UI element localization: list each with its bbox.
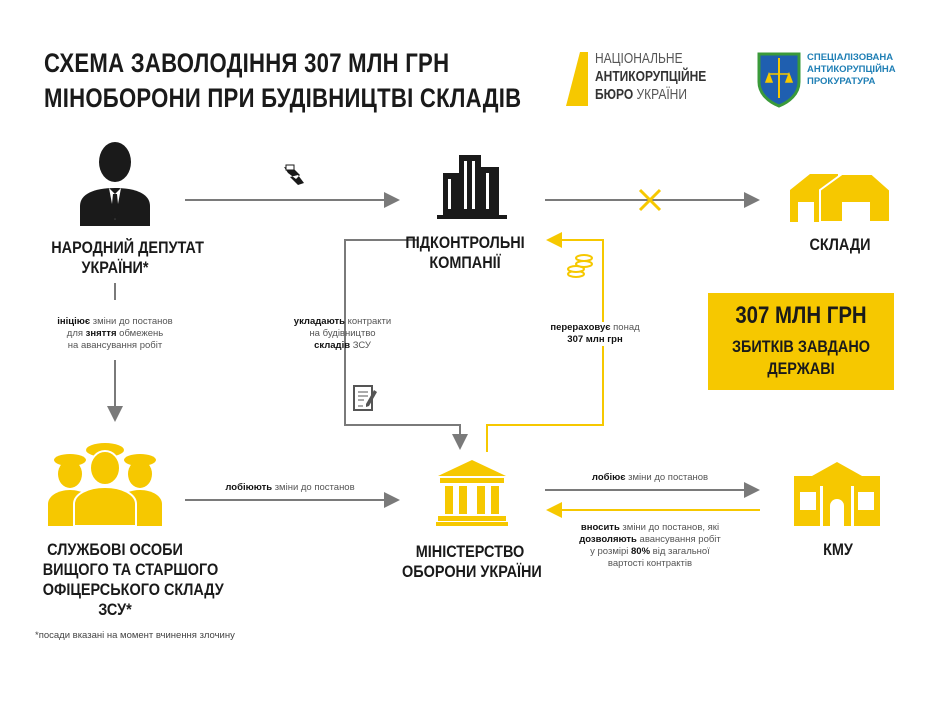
- sap-text: АНТИКОРУПЦІЙНА: [807, 64, 896, 75]
- lobby-ministry-note: лобіює зміни до постанов: [560, 472, 740, 484]
- note-text: на будівництво: [309, 328, 376, 339]
- page-title: СХЕМА ЗАВОЛОДІННЯ 307 МЛН ГРН МІНОБОРОНИ…: [44, 46, 521, 116]
- note-text: зміни до постанов: [625, 472, 709, 483]
- transfers-note: перераховує понад 307 млн грн: [540, 322, 650, 346]
- footnote: *посади вказані на момент вчинення злочи…: [35, 630, 235, 641]
- note-bold: перераховує: [550, 322, 611, 333]
- note-bold: зняття: [85, 328, 117, 339]
- title-line: МІНОБОРОНИ ПРИ БУДІВНИЦТВІ СКЛАДІВ: [44, 83, 522, 113]
- nabu-text: АНТИКОРУПЦІЙНЕ: [595, 68, 707, 85]
- damage-amount: 307 МЛН ГРН: [735, 302, 867, 329]
- label-line: ВИЩОГО ТА СТАРШОГО: [42, 560, 219, 579]
- damage-text: ДЕРЖАВІ: [767, 359, 835, 378]
- label-line: УКРАЇНИ*: [81, 258, 149, 277]
- buildings-icon: [437, 155, 507, 219]
- warehouses-label: СКЛАДИ: [809, 235, 871, 254]
- label-line: НАРОДНИЙ ДЕПУТАТ: [51, 238, 204, 257]
- label-line: МІНІСТЕРСТВО: [415, 542, 525, 561]
- damage-text: ЗБИТКІВ ЗАВДАНО: [731, 337, 871, 356]
- note-text: понад: [610, 322, 640, 333]
- kmu-changes-note: вносить зміни до постанов, які дозволяют…: [560, 522, 740, 570]
- kmu-label: КМУ: [823, 540, 853, 559]
- note-text: вартості контрактів: [607, 558, 693, 569]
- lobby-officials-note: лобіюють зміни до постанов: [200, 482, 380, 494]
- nabu-text: БЮРО: [595, 86, 634, 103]
- sap-text: СПЕЦІАЛІЗОВАНА: [807, 52, 894, 63]
- damage-box: 307 МЛН ГРН ЗБИТКІВ ЗАВДАНО ДЕРЖАВІ: [708, 293, 894, 390]
- contract-icon: [353, 385, 377, 411]
- note-text: авансування робіт: [636, 534, 721, 545]
- label-line: КОМПАНІЇ: [429, 253, 501, 272]
- note-text: на авансування робіт: [67, 340, 163, 351]
- note-bold: ініціює: [57, 316, 91, 327]
- note-text: від загальної: [650, 546, 710, 557]
- note-text: ЗСУ: [350, 340, 371, 351]
- title-line: СХЕМА ЗАВОЛОДІННЯ 307 МЛН ГРН: [44, 48, 450, 78]
- line-companies-ministry: [344, 239, 468, 450]
- label-line: СЛУЖБОВІ ОСОБИ: [47, 540, 183, 559]
- note-bold: складів: [314, 340, 351, 351]
- kmu-building-icon: [794, 462, 880, 526]
- shield-emblem-icon: [757, 52, 801, 108]
- nabu-logo-icon: [566, 52, 588, 106]
- label-line: ПІДКОНТРОЛЬНІ: [405, 233, 525, 252]
- note-text: зміни до постанов: [272, 482, 355, 493]
- note-bold: 307 млн грн: [567, 334, 623, 345]
- initiates-note: ініціює зміни до постанов для зняття обм…: [40, 316, 190, 352]
- label-line: ЗСУ*: [98, 600, 132, 619]
- note-text: зміни до постанов, які: [619, 522, 720, 533]
- note-text: обмежень: [116, 328, 164, 339]
- nabu-text: НАЦІОНАЛЬНЕ: [595, 50, 683, 67]
- arrow-ministry-companies: [486, 232, 604, 452]
- nabu-text: УКРАЇНИ: [633, 86, 687, 103]
- note-bold: 80%: [631, 546, 651, 557]
- note-text: зміни до постанов: [90, 316, 173, 327]
- cross-icon: [638, 188, 662, 212]
- contracts-note: укладають контракти на будівництво склад…: [280, 316, 405, 352]
- note-bold: лобіює: [591, 472, 626, 483]
- note-bold: дозволяють: [579, 534, 637, 545]
- note-text: контракти: [344, 316, 392, 327]
- note-bold: укладають: [293, 316, 345, 327]
- note-text: у розмірі: [590, 546, 632, 557]
- ministry-building-icon: [436, 460, 508, 526]
- officers-icon: [48, 441, 162, 526]
- bribe-hand-icon: [284, 164, 304, 185]
- note-text: для: [66, 328, 86, 339]
- sap-text: ПРОКУРАТУРА: [807, 76, 876, 87]
- label-line: ОФІЦЕРСЬКОГО СКЛАДУ: [42, 580, 224, 599]
- note-bold: лобіюють: [225, 482, 273, 493]
- warehouses-icon: [790, 173, 890, 222]
- coins-icon: [567, 254, 593, 278]
- label-line: ОБОРОНИ УКРАЇНИ: [402, 562, 542, 581]
- note-bold: вносить: [580, 522, 620, 533]
- deputy-person-icon: [80, 142, 150, 226]
